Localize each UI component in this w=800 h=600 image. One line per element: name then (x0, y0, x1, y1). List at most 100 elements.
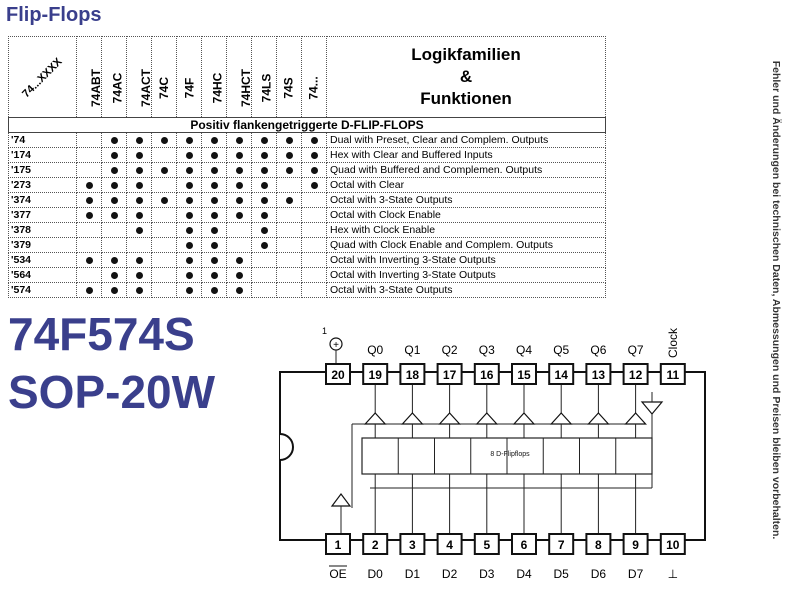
input-label: D5 (554, 567, 570, 581)
available-dot (235, 181, 243, 189)
pin-number: 4 (446, 538, 453, 552)
available-dot (185, 256, 193, 264)
family-label: 74LS (259, 73, 274, 103)
type-cell: '574 (8, 282, 77, 298)
available-dot (285, 136, 293, 144)
pin-outline (548, 363, 575, 385)
output-label: Q1 (404, 343, 420, 357)
availability-cell (251, 237, 277, 253)
pin-outline (473, 363, 500, 385)
available-dot (185, 211, 193, 219)
pin-number: 13 (592, 368, 606, 382)
availability-cell (176, 282, 202, 298)
available-dot (285, 151, 293, 159)
pin-outline (548, 533, 575, 555)
availability-cell (226, 177, 252, 193)
function-header-line: Funktionen (420, 89, 512, 108)
pin-outline (622, 533, 649, 555)
availability-cell (151, 267, 177, 283)
pin-box: 7 (548, 533, 575, 555)
function-description: Dual with Preset, Clear and Complem. Out… (326, 132, 606, 148)
availability-cell (226, 267, 252, 283)
pin-box: 16 (473, 363, 500, 385)
availability-cell (176, 192, 202, 208)
availability-cell (176, 222, 202, 238)
availability-cell (101, 282, 127, 298)
available-dot (110, 271, 118, 279)
availability-cell (276, 237, 302, 253)
available-dot (285, 196, 293, 204)
type-cell: '273 (8, 177, 77, 193)
availability-cell (76, 162, 102, 178)
family-header: 74ABT (76, 36, 103, 118)
ic-notch (279, 433, 294, 461)
pin-number: 2 (372, 538, 379, 552)
pin-number: 17 (443, 368, 457, 382)
function-description: Octal with Inverting 3-State Outputs (326, 252, 606, 268)
availability-cell (251, 267, 277, 283)
availability-cell (251, 252, 277, 268)
function-description: Hex with Clear and Buffered Inputs (326, 147, 606, 163)
part-number: 74F574S (8, 308, 195, 360)
family-label: 74F (182, 77, 196, 99)
available-dot (310, 181, 318, 189)
availability-cell (76, 132, 102, 148)
type-cell: '374 (8, 192, 77, 208)
pin-number: 8 (595, 538, 602, 552)
available-dot (210, 241, 218, 249)
availability-cell (126, 177, 152, 193)
availability-cell (151, 177, 177, 193)
pin-number: 11 (666, 368, 679, 382)
availability-cell (76, 252, 102, 268)
family-header: 74ACT (126, 36, 153, 118)
availability-cell (76, 207, 102, 223)
available-dot (110, 151, 118, 159)
function-description: Hex with Clock Enable (326, 222, 606, 238)
output-label: Q5 (553, 343, 569, 357)
availability-cell (101, 222, 127, 238)
availability-cell (76, 177, 102, 193)
availability-cell (301, 132, 327, 148)
family-header: 74F (176, 36, 202, 118)
availability-cell (251, 282, 277, 298)
type-cell: '74 (8, 132, 77, 148)
availability-cell (276, 147, 302, 163)
available-dot (235, 151, 243, 159)
available-dot (210, 151, 218, 159)
family-label: 74AC (110, 72, 125, 104)
available-dot (135, 271, 143, 279)
pin-number: 18 (406, 368, 420, 382)
availability-cell (251, 177, 277, 193)
availability-cell (201, 207, 227, 223)
available-dot (110, 211, 118, 219)
pin-number: 16 (480, 368, 494, 382)
available-dot (185, 196, 193, 204)
available-dot (235, 256, 243, 264)
function-header-line: & (459, 67, 473, 86)
pin-box: 14 (548, 363, 575, 385)
available-dot (210, 286, 218, 294)
available-dot (310, 166, 318, 174)
available-dot (260, 241, 268, 249)
availability-cell (126, 147, 152, 163)
section-row: Positiv flankengetriggerte D-FLIP-FLOPS (8, 117, 606, 133)
family-label: 74... (306, 76, 321, 100)
function-header-line: Logikfamilien (411, 45, 521, 64)
available-dot (310, 151, 318, 159)
availability-cell (301, 222, 327, 238)
availability-cell (126, 237, 152, 253)
type-cell: '564 (8, 267, 77, 283)
available-dot (260, 196, 268, 204)
availability-cell (201, 162, 227, 178)
family-header: 74HCT (226, 36, 253, 118)
availability-cell (301, 237, 327, 253)
available-dot (210, 271, 218, 279)
available-dot (235, 271, 243, 279)
availability-cell (276, 282, 302, 298)
pin-box: 3 (399, 533, 426, 555)
available-dot (185, 286, 193, 294)
function-description: Octal with Inverting 3-State Outputs (326, 267, 606, 283)
pin-number: 19 (369, 368, 383, 382)
